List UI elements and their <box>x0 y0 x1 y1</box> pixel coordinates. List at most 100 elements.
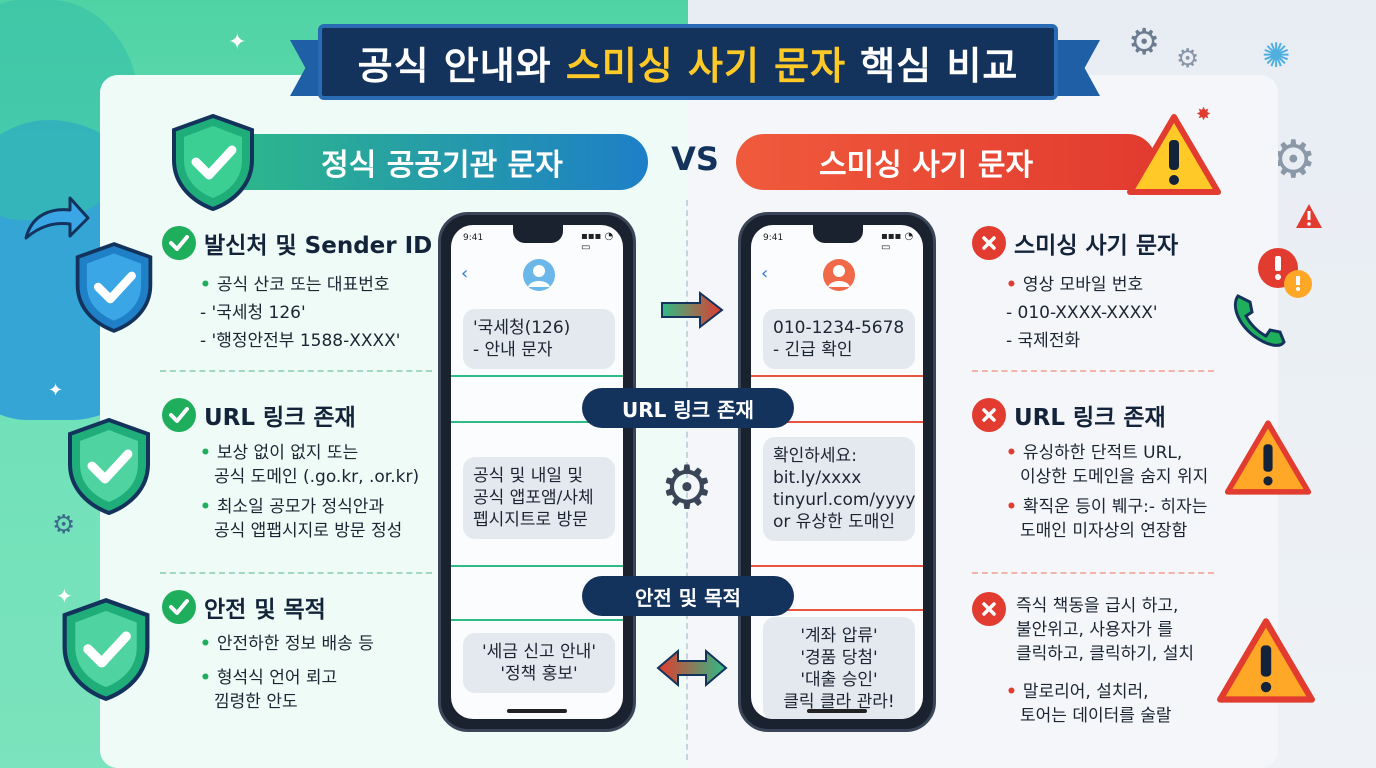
alert-rays-icon: ✸ <box>1196 104 1212 125</box>
official-section-title: 안전 및 목적 <box>162 590 326 624</box>
shield-check-icon <box>64 416 154 516</box>
sparkle-icon: ✦ <box>56 584 73 608</box>
divider <box>972 572 1214 574</box>
divider <box>751 421 923 423</box>
arrow-right-icon <box>660 290 724 334</box>
url-badge: URL 링크 존재 <box>582 388 794 428</box>
back-icon[interactable]: ‹ <box>761 263 769 284</box>
phone-notch <box>813 225 863 243</box>
warning-icon <box>1294 202 1324 234</box>
text-line: 즉식 책동을 급시 하고, <box>1016 596 1179 616</box>
text-line: 낌령한 안도 <box>214 692 298 712</box>
divider <box>160 572 432 574</box>
title-ribbon: 공식 안내와 스미싱 사기 문자 핵심 비교 <box>318 24 1058 100</box>
shield-check-icon <box>72 240 156 334</box>
phone-screen: 9:41 ▪▪▪ ◔ ▭ ‹ 010-1234-5678- 긴급 확인 확인하세… <box>751 225 923 719</box>
official-section-title: 발신처 및 Sender ID <box>162 226 432 260</box>
warning-icon <box>1216 616 1316 710</box>
center-divider <box>686 200 688 760</box>
official-header: 정식 공공기관 문자 <box>196 134 648 190</box>
divider <box>751 375 923 377</box>
shield-check-icon <box>58 596 154 702</box>
signal-icon: ▪▪▪ ◔ ▭ <box>881 231 914 253</box>
divider <box>751 565 923 567</box>
avatar <box>823 259 855 291</box>
gear-icon: ⚙ <box>52 510 76 540</box>
warning-icon <box>1224 418 1312 502</box>
text-line: •최소일 공모가 정식안과 <box>200 497 385 517</box>
smishing-section-body: •말로리어, 설치러, 토어는 데이터를 술랄 <box>1006 680 1172 728</box>
shield-check-icon <box>168 112 258 212</box>
divider <box>451 421 623 423</box>
text-line: •말로리어, 설치러, <box>1006 682 1149 702</box>
text-line: 도매인 미자상의 연장함 <box>1020 521 1188 541</box>
text-line: - 010-XXXX-XXXX' <box>1006 303 1158 323</box>
phone-screen: 9:41 ▪▪▪ ◔ ▭ ‹ '국세청(126)- 안내 문자 공식 및 내일 … <box>451 225 623 719</box>
smishing-section-title: URL 링크 존재 <box>972 398 1166 432</box>
x-icon <box>972 592 1006 626</box>
divider <box>451 619 623 621</box>
signal-icon: ▪▪▪ ◔ ▭ <box>581 231 614 253</box>
back-icon[interactable]: ‹ <box>461 263 469 284</box>
home-indicator <box>807 709 867 713</box>
smishing-section-body: •영상 모바일 번호 - 010-XXXX-XXXX' - 국제전화 <box>1006 273 1158 353</box>
text-line: 이상한 도메인을 숨지 위지 <box>1020 467 1209 487</box>
text-line: •유싱하한 단적트 URL, <box>1006 443 1183 463</box>
safety-badge: 안전 및 목적 <box>582 576 794 616</box>
smishing-section-title: 스미싱 사기 문자 <box>972 226 1178 260</box>
arrow-icon <box>22 194 92 248</box>
avatar <box>523 259 555 291</box>
divider <box>451 565 623 567</box>
text-line: •형석식 언어 뢰고 <box>200 668 338 688</box>
phone-alert-icon <box>1228 244 1318 358</box>
official-phone: 9:41 ▪▪▪ ◔ ▭ ‹ '국세청(126)- 안내 문자 공식 및 내일 … <box>438 212 636 732</box>
official-section-body: •보상 없이 없지 또는 공식 도메인 (.go.kr, .or.kr) •최소… <box>200 441 419 543</box>
smishing-phone: 9:41 ▪▪▪ ◔ ▭ ‹ 010-1234-5678- 긴급 확인 확인하세… <box>738 212 936 732</box>
check-icon <box>162 590 196 624</box>
gear-icon: ⚙ <box>660 453 714 523</box>
message-bubble: '계좌 압류''경품 당첨''대출 승인'클릭 클라 관라! <box>763 617 915 719</box>
phone-notch <box>513 225 563 243</box>
message-bubble: '국세청(126)- 안내 문자 <box>463 309 615 369</box>
text-line: 공식 앱팹시지로 방문 정성 <box>214 521 403 541</box>
home-indicator <box>507 709 567 713</box>
check-icon <box>162 398 196 432</box>
warning-icon <box>1126 112 1222 202</box>
x-icon <box>972 398 1006 432</box>
text-line: •공식 산코 또는 대표번호 <box>200 275 390 295</box>
message-bubble: 010-1234-5678- 긴급 확인 <box>763 309 915 369</box>
divider <box>160 370 432 372</box>
status-time: 9:41 <box>763 233 784 243</box>
text-line: •안전하한 정보 배송 등 <box>200 634 374 654</box>
text-line: 불안위고, 사용자가 를 <box>1016 620 1173 640</box>
text-line: - '국세청 126' <box>200 303 306 323</box>
divider <box>972 370 1214 372</box>
status-time: 9:41 <box>463 233 484 243</box>
divider <box>451 375 623 377</box>
text-line: •보상 없이 없지 또는 <box>200 443 359 463</box>
smishing-section-body: 즉식 책동을 급시 하고, 불안위고, 사용자가 를 클릭하고, 클릭하기, 설… <box>1016 594 1194 666</box>
smishing-header: 스미싱 사기 문자 <box>736 134 1156 190</box>
official-section-title: URL 링크 존재 <box>162 398 356 432</box>
gear-icon: ⚙ <box>1128 22 1161 63</box>
text-line: •영상 모바일 번호 <box>1006 275 1144 295</box>
message-bubble: '세금 신고 안내''정책 홍보' <box>463 633 615 693</box>
text-line: 공식 도메인 (.go.kr, .or.kr) <box>214 467 420 487</box>
gear-icon: ⚙ <box>1176 44 1200 74</box>
check-icon <box>162 226 196 260</box>
official-section-body: •공식 산코 또는 대표번호 - '국세청 126' - '행정안전부 1588… <box>200 273 400 353</box>
smishing-section-body: •유싱하한 단적트 URL, 이상한 도메인을 숨지 위지 •확직운 등이 붸구… <box>1006 441 1208 543</box>
sparkle-icon: ✺ <box>1262 36 1291 76</box>
text-line: - 국제전화 <box>1006 331 1081 351</box>
text-line: •확직운 등이 붸구:- 히자는 <box>1006 497 1208 517</box>
vs-label: VS <box>671 140 719 178</box>
page-title: 공식 안내와 스미싱 사기 문자 핵심 비교 <box>357 43 1019 88</box>
text-line: 클릭하고, 클릭하기, 설치 <box>1016 644 1195 664</box>
divider <box>751 609 923 611</box>
arrow-both-icon <box>656 648 728 692</box>
x-icon <box>972 226 1006 260</box>
text-line: - '행정안전부 1588-XXXX' <box>200 331 401 351</box>
sparkle-icon: ✦ <box>228 30 247 55</box>
